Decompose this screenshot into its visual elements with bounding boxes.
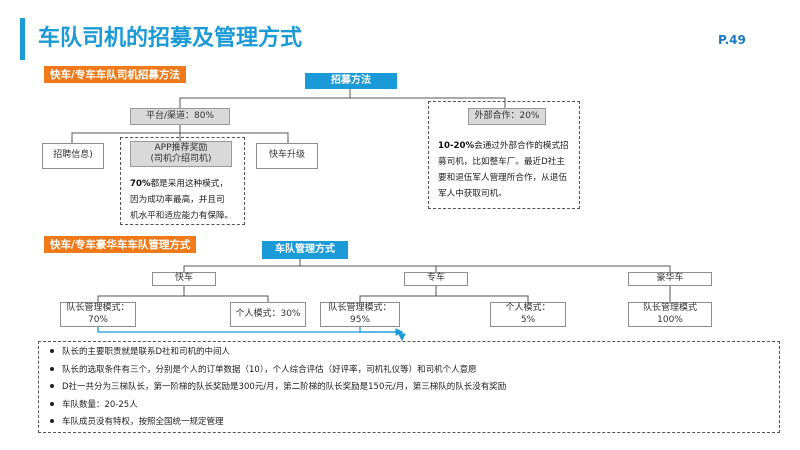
app-reward-line1: APP推荐奖励 bbox=[154, 142, 208, 153]
platform-channel-node: 平台/渠道：80% bbox=[130, 108, 230, 125]
manage-root-node: 车队管理方式 bbox=[262, 241, 348, 259]
note1-bold: 70% bbox=[130, 179, 151, 189]
recruit-root-node: 招募方法 bbox=[305, 73, 397, 89]
express-leader-label: 队长管理模式： bbox=[66, 303, 130, 314]
app-reward-node: APP推荐奖励 (司机介绍司机) bbox=[130, 141, 232, 167]
external-note: 10-20%会通过外部合作的模式招 募司机，比如整车厂。最近D社主 要和退伍军人… bbox=[438, 138, 578, 202]
page-number: P.49 bbox=[718, 33, 746, 47]
list-item: D社一共分为三梯队长，第一阶梯的队长奖励是300元/月，第二阶梯的队长奖励是15… bbox=[48, 379, 506, 397]
premium-individual-label: 个人模式： bbox=[505, 303, 551, 314]
section-label-recruit: 快车/专车车队司机招募方法 bbox=[44, 66, 186, 83]
list-item: 车队成员没有特权，按照全国统一规定管理 bbox=[48, 414, 506, 432]
luxury-leader-value: 100% bbox=[657, 314, 683, 325]
express-node: 快车 bbox=[152, 272, 216, 286]
external-cooperation-frame bbox=[428, 101, 580, 209]
connector-premium-children bbox=[359, 286, 437, 302]
premium-leader-label: 队长管理模式： bbox=[328, 303, 392, 314]
leader-notes-list: 队长的主要职责就是联系D社和司机的中间人 队长的选取条件有三个，分别是个人的订单… bbox=[48, 344, 506, 432]
premium-leader-mode-node: 队长管理模式： 95% bbox=[320, 302, 400, 327]
page-title: 车队司机的招募及管理方式 bbox=[38, 26, 303, 51]
note1-line2: 因为成功率最高，并且司 bbox=[130, 195, 225, 205]
section-label-manage: 快车/专车豪华车车队管理方式 bbox=[44, 236, 197, 253]
external-cooperation-node: 外部合作：20% bbox=[468, 108, 546, 125]
connector-premium-individual bbox=[436, 295, 529, 302]
premium-node: 专车 bbox=[404, 272, 468, 286]
note2-line2: 募司机，比如整车厂。最近D社主 bbox=[438, 157, 565, 167]
app-reward-frame bbox=[120, 137, 245, 225]
premium-individual-value: 5% bbox=[520, 314, 536, 325]
express-individual-mode-node: 个人模式：30% bbox=[230, 302, 306, 327]
connector-manage-branches bbox=[183, 265, 671, 272]
job-ads-node: 招聘信息) bbox=[42, 143, 104, 169]
note2-line3: 要和退伍军人管理所合作，从退伍 bbox=[438, 173, 567, 183]
list-item: 车队数量：20-25人 bbox=[48, 397, 506, 415]
connector-root-to-platform bbox=[179, 88, 351, 108]
note2-line1: 会通过外部合作的模式招 bbox=[474, 141, 569, 151]
note2-bold: 10-20% bbox=[438, 141, 475, 151]
list-item: 队长的选取条件有三个，分别是个人的订单数据（10），个人综合评估（好评率，司机礼… bbox=[48, 362, 506, 380]
app-reward-line2: (司机介绍司机) bbox=[150, 154, 212, 164]
connector-express-individual bbox=[184, 295, 269, 302]
note1-line1: 都是采用这种模式， bbox=[150, 179, 228, 189]
premium-individual-mode-node: 个人模式： 5% bbox=[490, 302, 566, 327]
premium-leader-value: 95% bbox=[349, 314, 370, 325]
luxury-node: 豪华车 bbox=[628, 272, 712, 286]
list-item: 队长的主要职责就是联系D社和司机的中间人 bbox=[48, 344, 506, 362]
luxury-leader-label: 队长管理模式 bbox=[642, 303, 697, 314]
note2-line4: 军人中获取司机。 bbox=[438, 189, 507, 199]
express-upgrade-node: 快车升级 bbox=[256, 143, 318, 169]
title-accent-bar bbox=[20, 18, 25, 60]
express-leader-value: 70% bbox=[87, 314, 108, 325]
luxury-leader-mode-node: 队长管理模式 100% bbox=[628, 302, 712, 327]
leader-notes-panel bbox=[38, 341, 780, 433]
app-reward-note: 70%都是采用这种模式， 因为成功率最高，并且司 机水平和适应能力有保障。 bbox=[130, 176, 244, 224]
connector-express-children bbox=[97, 286, 185, 302]
note1-line3: 机水平和适应能力有保障。 bbox=[130, 211, 234, 221]
express-leader-mode-node: 队长管理模式： 70% bbox=[60, 302, 136, 327]
connector-root-to-external bbox=[350, 97, 506, 108]
